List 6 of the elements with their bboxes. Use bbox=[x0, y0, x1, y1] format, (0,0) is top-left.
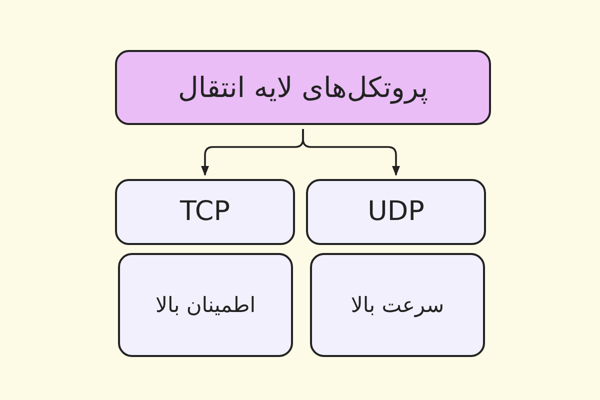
title-box: پروتکل‌های لایه انتقال bbox=[115, 50, 491, 125]
protocol-box: UDP bbox=[306, 179, 486, 245]
arrow bbox=[302, 129, 400, 176]
feature-box: اطمینان بالا bbox=[118, 253, 293, 357]
feature-box: سرعت بالا bbox=[310, 253, 485, 357]
protocol-box: TCP bbox=[115, 179, 295, 245]
